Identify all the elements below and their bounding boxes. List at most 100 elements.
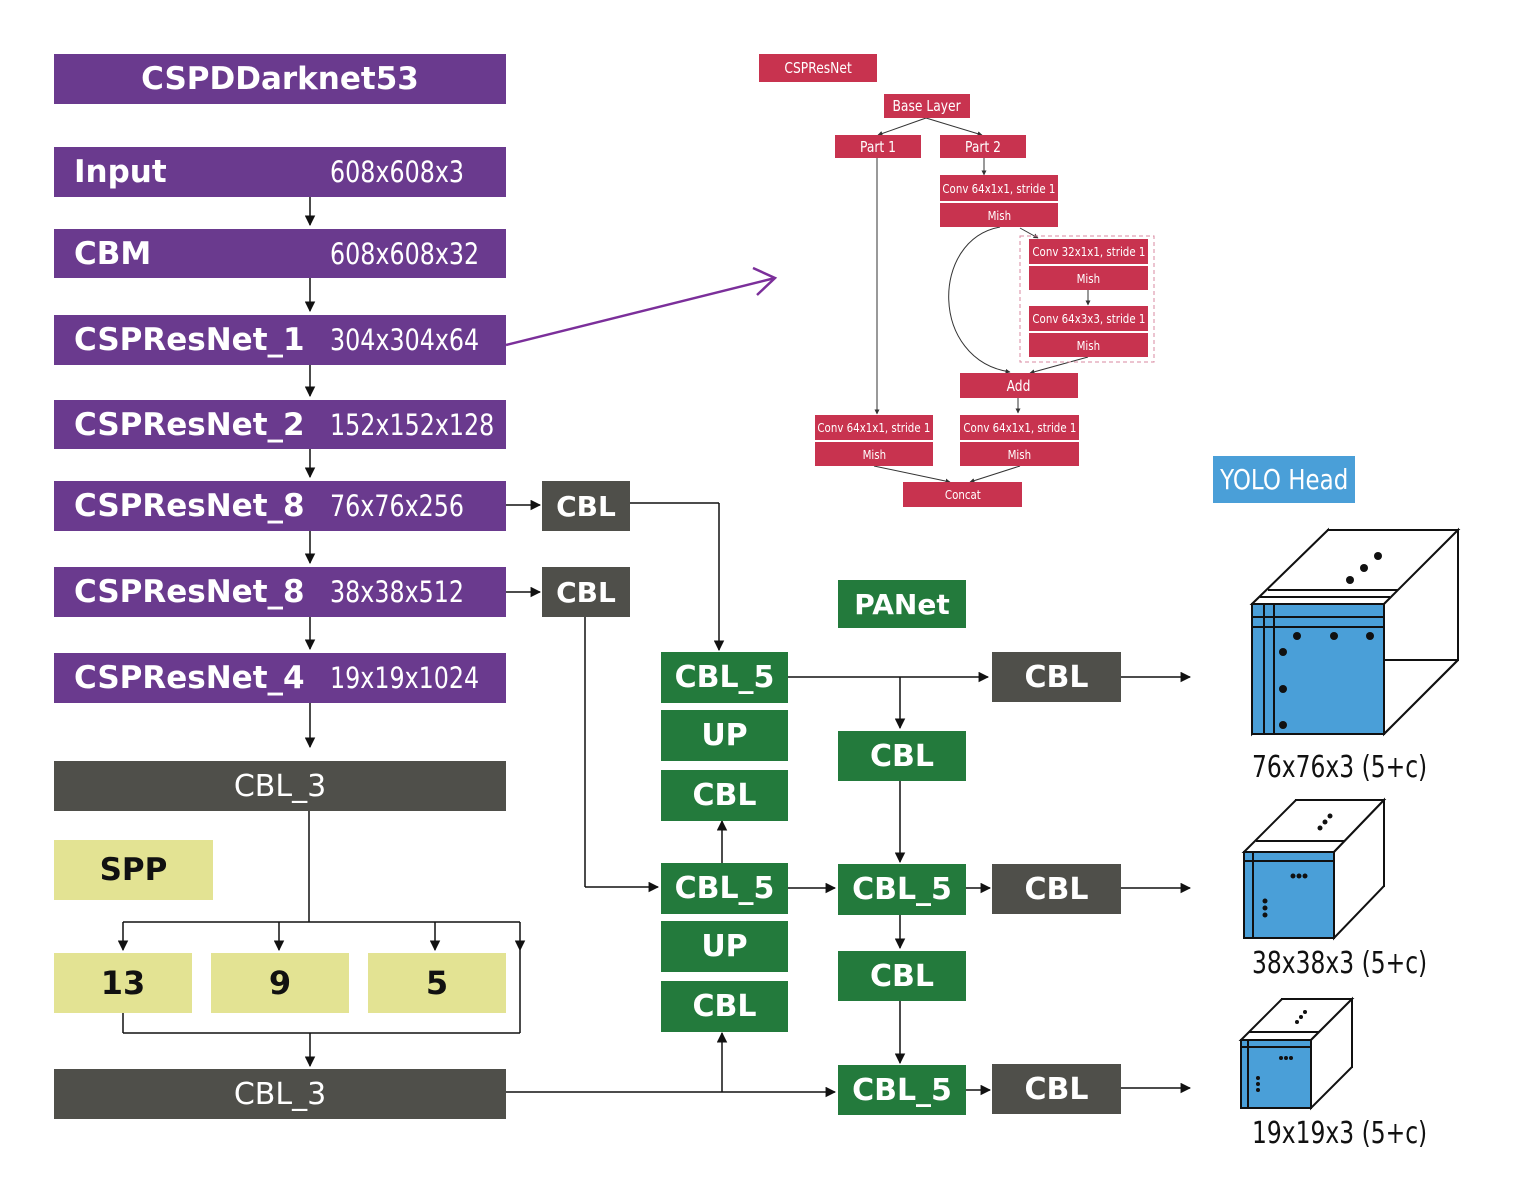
spp-title-text: SPP — [99, 852, 168, 888]
cbl-label: CBL — [1024, 871, 1089, 907]
cbl-label: CBL — [556, 489, 616, 523]
backbone-title: CSPDDarknet53 — [54, 54, 506, 104]
output-shape-76: 76x76x3 (5+c) — [1252, 750, 1428, 785]
cspresnet-title-text: CSPResNet — [784, 59, 852, 77]
layer-name: CSPResNet_8 — [74, 574, 305, 610]
cspresnet-mish-left: Mish — [815, 442, 933, 466]
node-label: Mish — [862, 446, 886, 462]
block-label: CBL — [692, 989, 757, 1024]
output-cbl-38: CBL — [992, 864, 1121, 914]
cbl3-bottom: CBL_3 — [54, 1069, 506, 1119]
spp-pool-13: 13 — [54, 953, 192, 1013]
yolo-head-title-text: YOLO Head — [1219, 463, 1349, 496]
layer-name: CSPResNet_4 — [74, 660, 305, 696]
cspresnet-conv-b: Conv 32x1x1, stride 1 — [1029, 239, 1148, 264]
tensor-cube-76 — [1249, 527, 1461, 737]
panet-left-up-mid: UP — [661, 921, 788, 972]
cspresnet-mish-a: Mish — [940, 203, 1058, 227]
panet-title-text: PANet — [854, 587, 950, 621]
cspresnet-mish-right: Mish — [960, 442, 1079, 466]
lateral-cbl-76: CBL — [542, 481, 630, 531]
node-label: Conv 64x3x3, stride 1 — [1031, 311, 1146, 326]
cspresnet-mish-b: Mish — [1029, 266, 1148, 290]
layer-dims: 152x152x128 — [330, 407, 495, 442]
node-label: Add — [1007, 376, 1031, 395]
tensor-cube-38 — [1241, 797, 1387, 941]
cspresnet-concat: Concat — [903, 482, 1022, 507]
block-label: UP — [701, 718, 748, 753]
panet-left-cbl5-mid: CBL_5 — [661, 863, 788, 914]
layer-dims: 608x608x3 — [330, 155, 465, 189]
cspresnet-part1: Part 1 — [835, 135, 921, 158]
spp-pool-5: 5 — [368, 953, 506, 1013]
cspresnet-mish-c: Mish — [1029, 333, 1148, 357]
layer-name: CSPResNet_1 — [74, 322, 305, 358]
layer-name: CSPResNet_2 — [74, 406, 305, 443]
cspresnet-conv-a: Conv 64x1x1, stride 1 — [940, 175, 1058, 201]
block-label: UP — [701, 929, 748, 964]
panet-mid-cbl5-1: CBL_5 — [838, 864, 966, 915]
cspresnet-title: CSPResNet — [759, 54, 877, 82]
node-label: Mish — [1076, 337, 1101, 353]
output-shape-38: 38x38x3 (5+c) — [1252, 946, 1428, 981]
node-label: Base Layer — [892, 97, 962, 115]
node-label: Conv 64x1x1, stride 1 — [962, 420, 1077, 435]
backbone-layer-cspresnet-8b: CSPResNet_8 38x38x512 — [54, 567, 506, 617]
backbone-layer-cbm: CBM 608x608x32 — [54, 229, 506, 278]
backbone-title-text: CSPDDarknet53 — [141, 61, 419, 97]
spp-pool-9: 9 — [211, 953, 349, 1013]
panet-left-cbl-bottom: CBL — [661, 981, 788, 1032]
backbone-layer-input: Input 608x608x3 — [54, 147, 506, 197]
node-label: Part 1 — [859, 137, 897, 156]
panet-left-cbl-top: CBL — [661, 770, 788, 821]
block-label: CBL_5 — [674, 871, 775, 906]
panet-left-up-top: UP — [661, 710, 788, 761]
block-label: CBL — [870, 958, 934, 994]
output-cbl-19: CBL — [992, 1064, 1121, 1114]
block-label: CBL_5 — [852, 872, 952, 907]
cspresnet-base-layer: Base Layer — [884, 94, 970, 118]
backbone-layer-cspresnet-2: CSPResNet_2 152x152x128 — [54, 400, 506, 449]
cbl3-bottom-label: CBL_3 — [233, 1076, 327, 1112]
node-label: Conv 64x1x1, stride 1 — [942, 180, 1056, 196]
node-label: Part 2 — [964, 137, 1002, 156]
yolo-head-title: YOLO Head — [1213, 456, 1355, 503]
node-label: Mish — [1076, 270, 1101, 286]
cbl3-top-label: CBL_3 — [233, 768, 327, 804]
panet-title: PANet — [838, 580, 966, 628]
cspresnet-conv-right: Conv 64x1x1, stride 1 — [960, 415, 1079, 440]
block-label: CBL_5 — [674, 660, 775, 695]
layer-name: Input — [74, 154, 167, 190]
layer-dims: 38x38x512 — [330, 575, 465, 609]
node-label: Concat — [944, 487, 981, 502]
cspresnet-part2: Part 2 — [940, 135, 1026, 158]
layer-name: CBM — [74, 235, 152, 272]
layer-dims: 19x19x1024 — [330, 661, 480, 695]
cspresnet-conv-c: Conv 64x3x3, stride 1 — [1029, 306, 1148, 331]
layer-dims: 76x76x256 — [330, 489, 465, 523]
spp-title: SPP — [54, 840, 213, 900]
output-shape-19: 19x19x3 (5+c) — [1252, 1116, 1428, 1151]
backbone-layer-cspresnet-8a: CSPResNet_8 76x76x256 — [54, 481, 506, 531]
node-label: Conv 32x1x1, stride 1 — [1031, 244, 1146, 259]
cbl3-top: CBL_3 — [54, 761, 506, 811]
spp-pool-label: 5 — [425, 964, 449, 1002]
panet-left-cbl5-top: CBL_5 — [661, 652, 788, 703]
layer-dims: 608x608x32 — [330, 236, 480, 271]
cbl-label: CBL — [1024, 1071, 1089, 1107]
cbl-label: CBL — [556, 575, 616, 609]
layer-dims: 304x304x64 — [330, 323, 480, 357]
panet-mid-cbl-1: CBL — [838, 731, 966, 781]
node-label: Mish — [1007, 446, 1032, 462]
spp-pool-label: 9 — [268, 964, 292, 1002]
cspresnet-add: Add — [960, 373, 1078, 398]
lateral-cbl-38: CBL — [542, 567, 630, 617]
output-cbl-76: CBL — [992, 652, 1121, 702]
layer-name: CSPResNet_8 — [74, 488, 305, 524]
tensor-cube-19 — [1238, 996, 1355, 1111]
panet-mid-cbl-2: CBL — [838, 951, 966, 1001]
spp-pool-label: 13 — [100, 964, 146, 1002]
block-label: CBL — [870, 738, 934, 774]
